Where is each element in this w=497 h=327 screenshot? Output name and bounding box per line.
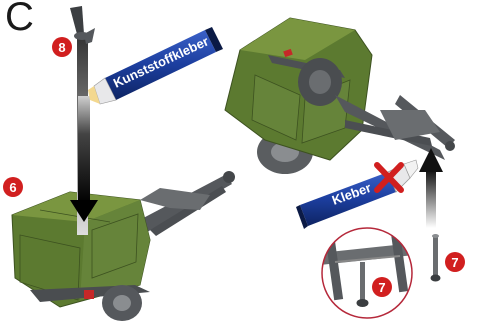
badge-6-number: 6: [9, 180, 16, 195]
badge-7-right-number: 7: [451, 255, 458, 270]
pin-part-7: [431, 234, 441, 282]
badge-8-number: 8: [58, 40, 65, 55]
badge-7-inset: 7: [372, 277, 392, 297]
detail-inset: [315, 228, 426, 318]
arrow-up-icon: [419, 148, 443, 228]
badge-8: 8: [52, 37, 72, 57]
glue-tube-right: Kleber: [296, 160, 418, 229]
badge-7-inset-number: 7: [378, 280, 385, 295]
glue-tube-left: Kunststoffkleber: [88, 27, 223, 104]
trailer-left: [12, 171, 235, 321]
arrow-down-icon: [70, 96, 98, 222]
trailer-right: [225, 18, 455, 174]
badge-6: 6: [3, 177, 23, 197]
badge-7-right: 7: [445, 252, 465, 272]
tube-label-left: Kunststoffkleber: [111, 33, 211, 90]
